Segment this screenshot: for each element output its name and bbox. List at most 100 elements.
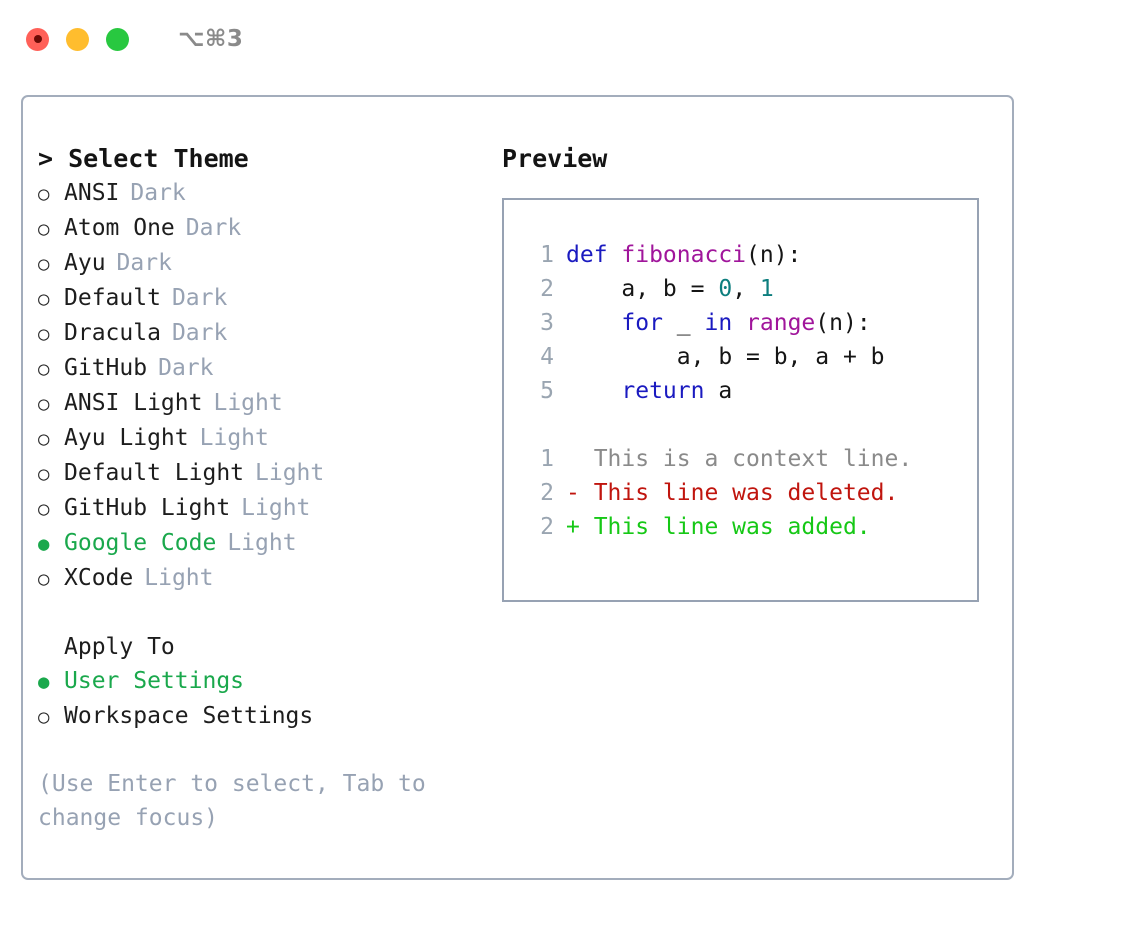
diff-line: 2 + This line was added. [524,510,977,544]
theme-option-row[interactable]: ○ GitHub Light Light [38,491,498,526]
theme-option-tag: Light [199,425,269,451]
code-line: 5 return a [524,374,977,408]
radio-unselected-icon[interactable]: ○ [38,323,50,345]
theme-option-row[interactable]: ● Google Code Light [38,526,498,561]
theme-option-row[interactable]: ○ Ayu Light Light [38,421,498,456]
select-theme-heading: > Select Theme [38,144,249,173]
code-token-num: 0 [718,276,733,302]
theme-option-tag: Light [144,565,214,591]
apply-to-option-row[interactable]: ○ Workspace Settings [38,699,498,734]
theme-option-name: GitHub Light [64,495,231,521]
code-line-text: a, b = b, a + b [566,340,885,374]
code-line-number: 3 [540,310,554,336]
code-line-text: a, b = 0, 1 [566,272,773,306]
theme-option-row[interactable]: ○ ANSI Dark [38,176,498,211]
radio-unselected-icon[interactable]: ○ [38,253,50,275]
theme-option-tag: Dark [158,355,214,381]
code-token-kw: return [621,378,705,404]
code-token-pl: (n): [746,242,802,268]
radio-unselected-icon[interactable]: ○ [38,463,50,485]
maximize-window-icon[interactable] [106,27,129,51]
theme-option-row[interactable]: ○ GitHub Dark [38,351,498,386]
theme-option-row[interactable]: ○ Atom One Dark [38,211,498,246]
radio-unselected-icon[interactable]: ○ [38,288,50,310]
theme-option-row[interactable]: ○ Dracula Dark [38,316,498,351]
theme-option-tag: Light [241,495,311,521]
traffic-light-group [26,27,129,51]
code-token-pl: a [704,378,733,404]
code-line-text: for _ in range(n): [566,306,871,340]
theme-option-tag: Light [255,460,325,486]
apply-to-heading: Apply To [64,634,175,660]
radio-unselected-icon[interactable]: ○ [38,428,50,450]
apply-to-option-name: User Settings [64,668,245,694]
theme-option-name: Ayu Light [64,425,189,451]
theme-option-name: Default [64,285,161,311]
theme-option-tag: Dark [185,215,242,241]
radio-unselected-icon[interactable]: ○ [38,183,50,205]
theme-option-row[interactable]: ○ Default Dark [38,281,498,316]
theme-option-row[interactable]: ○ XCode Light [38,561,498,596]
close-window-icon[interactable] [26,27,49,51]
radio-unselected-icon[interactable]: ○ [38,393,50,415]
diff-sample: 1 This is a context line.2- This line wa… [524,442,977,544]
code-token-pl [566,378,621,404]
theme-option-tag: Dark [171,285,228,311]
code-line-number: 4 [540,344,554,370]
radio-selected-icon[interactable]: ● [38,533,50,555]
theme-option-tag: Light [213,390,283,416]
diff-line-text: + This line was added. [566,514,871,540]
theme-option-tag: Dark [130,180,186,206]
diff-line: 2- This line was deleted. [524,476,977,510]
code-token-pl: (n): [815,310,871,336]
diff-line-number: 1 [540,446,554,472]
theme-option-name: XCode [64,565,134,591]
code-line-number: 5 [540,378,554,404]
radio-unselected-icon[interactable]: ○ [38,358,50,380]
radio-unselected-icon[interactable]: ○ [38,706,50,728]
keyboard-shortcut-label: ⌥⌘3 [178,26,244,52]
code-token-fn: range [746,310,816,336]
keyboard-hint-text: (Use Enter to select, Tab to change focu… [38,771,440,831]
code-line-number: 2 [540,276,554,302]
theme-option-tag: Dark [116,250,172,276]
radio-unselected-icon[interactable]: ○ [38,498,50,520]
theme-option-name: Dracula [64,320,161,346]
code-token-pl [566,310,621,336]
theme-option-name: GitHub [64,355,148,381]
apply-to-option-name: Workspace Settings [64,703,314,729]
title-bar: ⌥⌘3 [0,0,1140,78]
theme-option-tag: Dark [171,320,228,346]
code-token-kw: def [566,242,622,268]
code-token-pl: a, b = b, a + b [566,344,885,370]
diff-line: 1 This is a context line. [524,442,977,476]
diff-line-number: 2 [540,514,554,540]
theme-option-name: Atom One [64,215,175,241]
radio-unselected-icon[interactable]: ○ [38,218,50,240]
code-token-kw: in [704,310,733,336]
radio-unselected-icon[interactable]: ○ [38,568,50,590]
theme-option-tag: Light [227,530,297,556]
code-line: 4 a, b = b, a + b [524,340,977,374]
apply-to-option-row[interactable]: ● User Settings [38,664,498,699]
code-token-pl: a, b = [566,276,719,302]
apply-to-list[interactable]: ● User Settings ○ Workspace Settings [38,664,498,734]
code-token-pl: _ [662,310,705,336]
minimize-window-icon[interactable] [66,27,89,51]
theme-option-name: Google Code [64,530,217,556]
code-line: 3 for _ in range(n): [524,306,977,340]
code-line-text: return a [566,374,732,408]
radio-selected-icon[interactable]: ● [38,671,50,693]
theme-option-name: ANSI [64,180,120,206]
code-token-pl: , [732,276,760,302]
code-line: 2 a, b = 0, 1 [524,272,977,306]
code-line-number: 1 [540,242,554,268]
